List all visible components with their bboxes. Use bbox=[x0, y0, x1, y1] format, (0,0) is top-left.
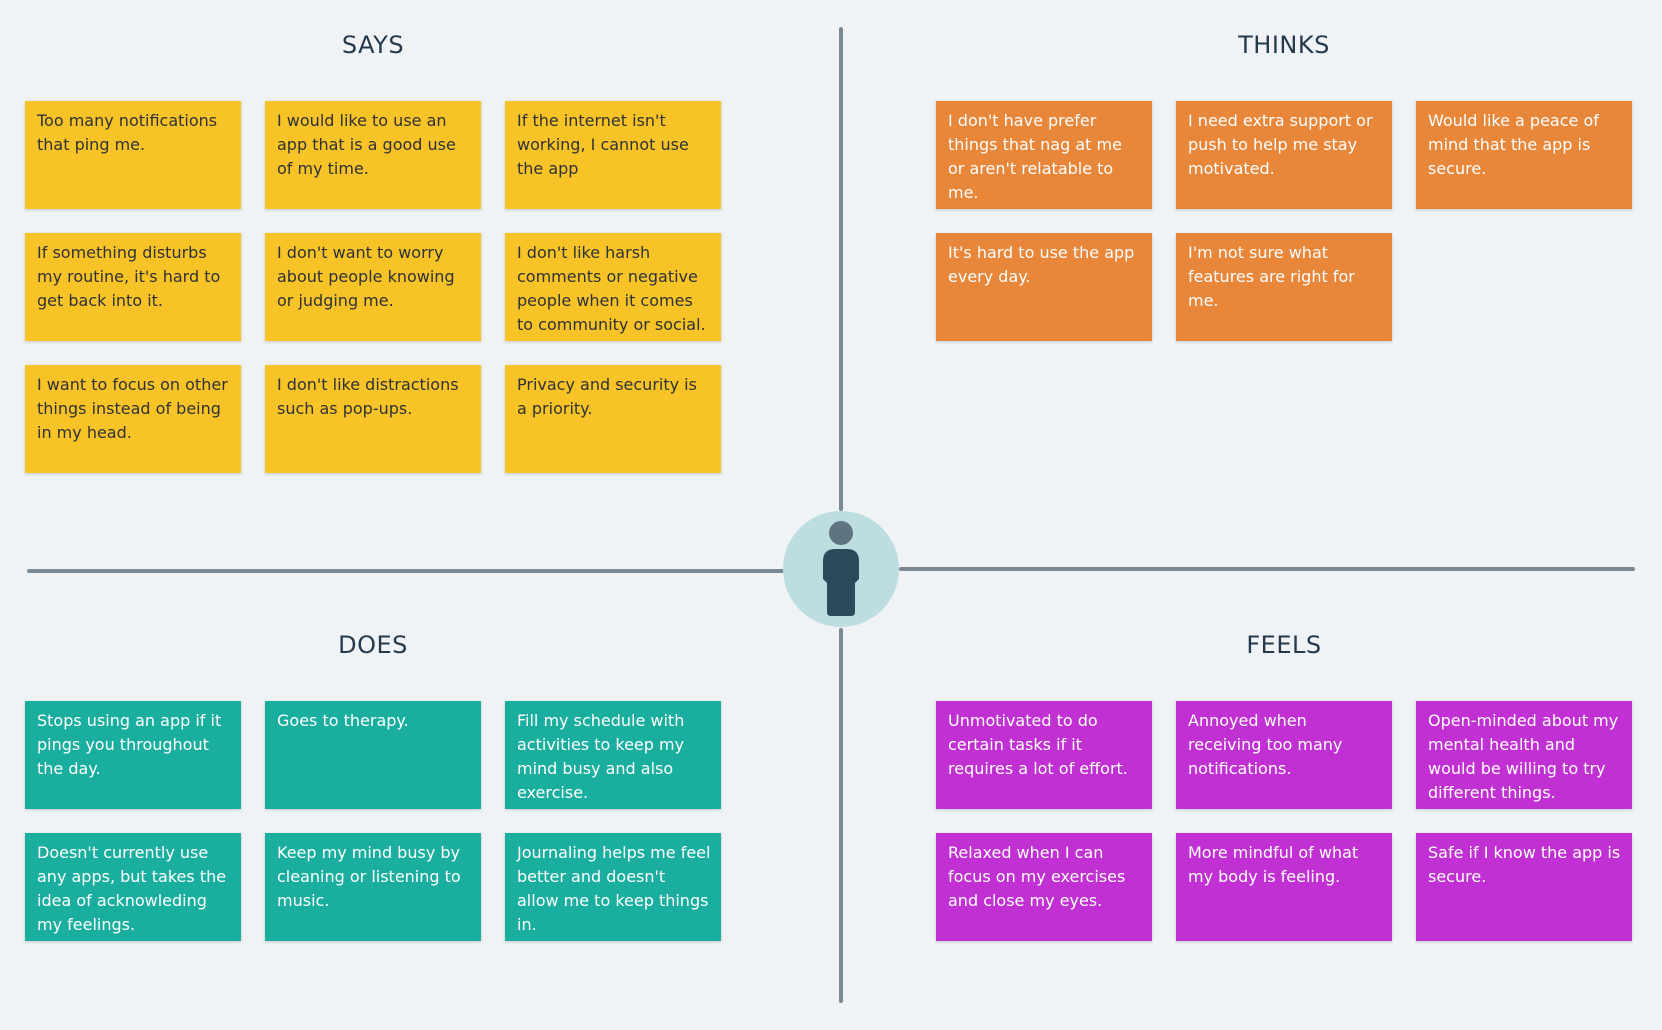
sticky-note[interactable]: Safe if I know the app is secure. bbox=[1416, 833, 1632, 941]
sticky-note[interactable]: I'm not sure what features are right for… bbox=[1176, 233, 1392, 341]
sticky-note[interactable]: Doesn't currently use any apps, but take… bbox=[25, 833, 241, 941]
sticky-note[interactable]: It's hard to use the app every day. bbox=[936, 233, 1152, 341]
sticky-note[interactable]: Too many notifications that ping me. bbox=[25, 101, 241, 209]
sticky-note[interactable]: More mindful of what my body is feeling. bbox=[1176, 833, 1392, 941]
sticky-note[interactable]: Fill my schedule with activities to keep… bbox=[505, 701, 721, 809]
sticky-note[interactable]: I don't like distractions such as pop-up… bbox=[265, 365, 481, 473]
says-title: SAYS bbox=[341, 31, 405, 59]
sticky-note[interactable]: I need extra support or push to help me … bbox=[1176, 101, 1392, 209]
thinks-notes: I don't have prefer things that nag at m… bbox=[936, 101, 1632, 341]
horizontal-divider-left bbox=[27, 569, 784, 573]
thinks-title: THINKS bbox=[1238, 31, 1330, 59]
sticky-note[interactable]: If the internet isn't working, I cannot … bbox=[505, 101, 721, 209]
sticky-note[interactable]: Stops using an app if it pings you throu… bbox=[25, 701, 241, 809]
does-title: DOES bbox=[338, 631, 408, 659]
sticky-note[interactable]: Annoyed when receiving too many notifica… bbox=[1176, 701, 1392, 809]
sticky-note[interactable]: I don't want to worry about people knowi… bbox=[265, 233, 481, 341]
feels-title: FEELS bbox=[1246, 631, 1322, 659]
sticky-note[interactable]: Relaxed when I can focus on my exercises… bbox=[936, 833, 1152, 941]
sticky-note[interactable]: I don't have prefer things that nag at m… bbox=[936, 101, 1152, 209]
sticky-note[interactable]: Journaling helps me feel better and does… bbox=[505, 833, 721, 941]
vertical-divider-top bbox=[839, 27, 843, 511]
sticky-note[interactable]: Privacy and security is a priority. bbox=[505, 365, 721, 473]
sticky-note[interactable]: If something disturbs my routine, it's h… bbox=[25, 233, 241, 341]
sticky-note[interactable]: I want to focus on other things instead … bbox=[25, 365, 241, 473]
vertical-divider-bottom bbox=[839, 628, 843, 1003]
persona-circle bbox=[783, 511, 899, 627]
feels-notes: Unmotivated to do certain tasks if it re… bbox=[936, 701, 1632, 941]
person-icon bbox=[823, 521, 859, 616]
sticky-note[interactable]: Open-minded about my mental health and w… bbox=[1416, 701, 1632, 809]
horizontal-divider-right bbox=[899, 567, 1635, 571]
sticky-note[interactable]: Unmotivated to do certain tasks if it re… bbox=[936, 701, 1152, 809]
sticky-note[interactable]: I would like to use an app that is a goo… bbox=[265, 101, 481, 209]
sticky-note[interactable]: I don't like harsh comments or negative … bbox=[505, 233, 721, 341]
sticky-note[interactable]: Goes to therapy. bbox=[265, 701, 481, 809]
does-notes: Stops using an app if it pings you throu… bbox=[25, 701, 721, 941]
sticky-note[interactable]: Keep my mind busy by cleaning or listeni… bbox=[265, 833, 481, 941]
says-notes: Too many notifications that ping me. I w… bbox=[25, 101, 721, 473]
sticky-note[interactable]: Would like a peace of mind that the app … bbox=[1416, 101, 1632, 209]
